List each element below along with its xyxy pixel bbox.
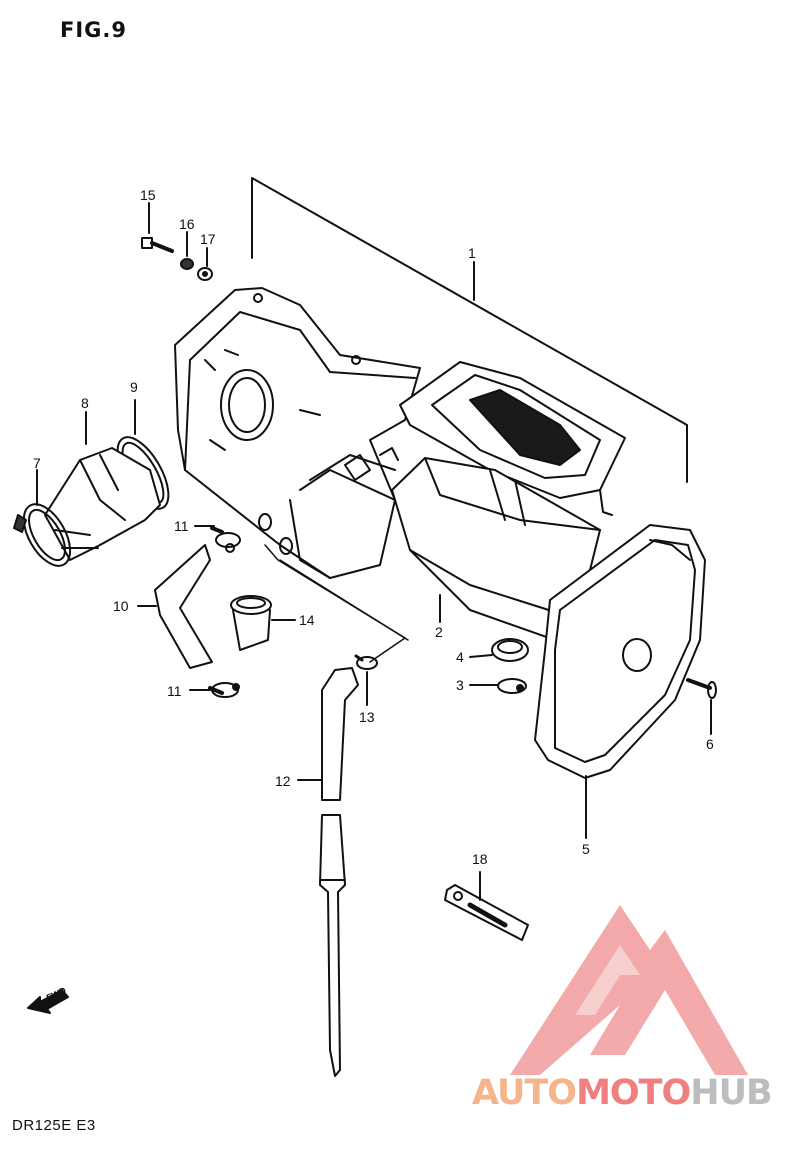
cover-part-5	[534, 524, 706, 779]
element-frame-top	[399, 361, 626, 516]
guide-line-mid	[279, 559, 409, 641]
watermark-part-auto: AUTO	[472, 1073, 577, 1113]
model-code: DR125E E3	[12, 1117, 96, 1134]
hose-part-10	[154, 544, 213, 669]
callout-5: 5	[582, 841, 590, 857]
hose-clip-part-11-lower	[208, 682, 240, 698]
callout-14: 14	[299, 612, 315, 628]
screw-part-6	[686, 678, 717, 699]
watermark-part-moto: MOTO	[576, 1073, 691, 1113]
callout-8: 8	[81, 395, 89, 411]
air-cleaner-case	[174, 287, 421, 579]
clamp-band-part-7	[13, 503, 72, 567]
callout-6: 6	[706, 736, 714, 752]
cap-part-4	[491, 638, 529, 662]
callout-9: 9	[130, 379, 138, 395]
callout-17: 17	[200, 231, 216, 247]
clip-part-13	[354, 654, 378, 670]
watermark-logo	[510, 905, 748, 1075]
watermark-part-hub: HUB	[690, 1073, 772, 1113]
leader-line-4	[469, 654, 493, 658]
callout-7: 7	[33, 455, 41, 471]
callout-11-lower: 11	[167, 683, 182, 699]
fwd-arrow-icon	[27, 989, 69, 1014]
drain-plug-part-14	[230, 595, 272, 651]
clamp-part-3	[497, 678, 527, 694]
bolt-part-15	[141, 237, 174, 253]
drain-hose-part-12	[319, 667, 359, 1077]
intake-pipe-part-8	[44, 447, 161, 561]
callout-1: 1	[468, 245, 476, 261]
callout-18: 18	[472, 851, 488, 867]
callout-10: 10	[113, 598, 129, 614]
callout-3: 3	[456, 677, 464, 693]
label-plate-part-18	[444, 884, 529, 941]
watermark-text: AUTOMOTOHUB	[472, 1073, 773, 1113]
callout-12: 12	[275, 773, 291, 789]
callout-16: 16	[179, 216, 195, 232]
assembly-bracket	[251, 177, 688, 483]
figure-label: FIG.9	[60, 18, 127, 42]
callout-13: 13	[359, 709, 375, 725]
callout-4: 4	[456, 649, 464, 665]
callout-15: 15	[140, 187, 156, 203]
lock-washer-part-16	[180, 258, 194, 270]
callout-11-upper: 11	[174, 518, 189, 534]
hose-clip-part-11-upper	[210, 526, 241, 553]
washer-part-17	[197, 267, 213, 281]
callout-2: 2	[435, 624, 443, 640]
